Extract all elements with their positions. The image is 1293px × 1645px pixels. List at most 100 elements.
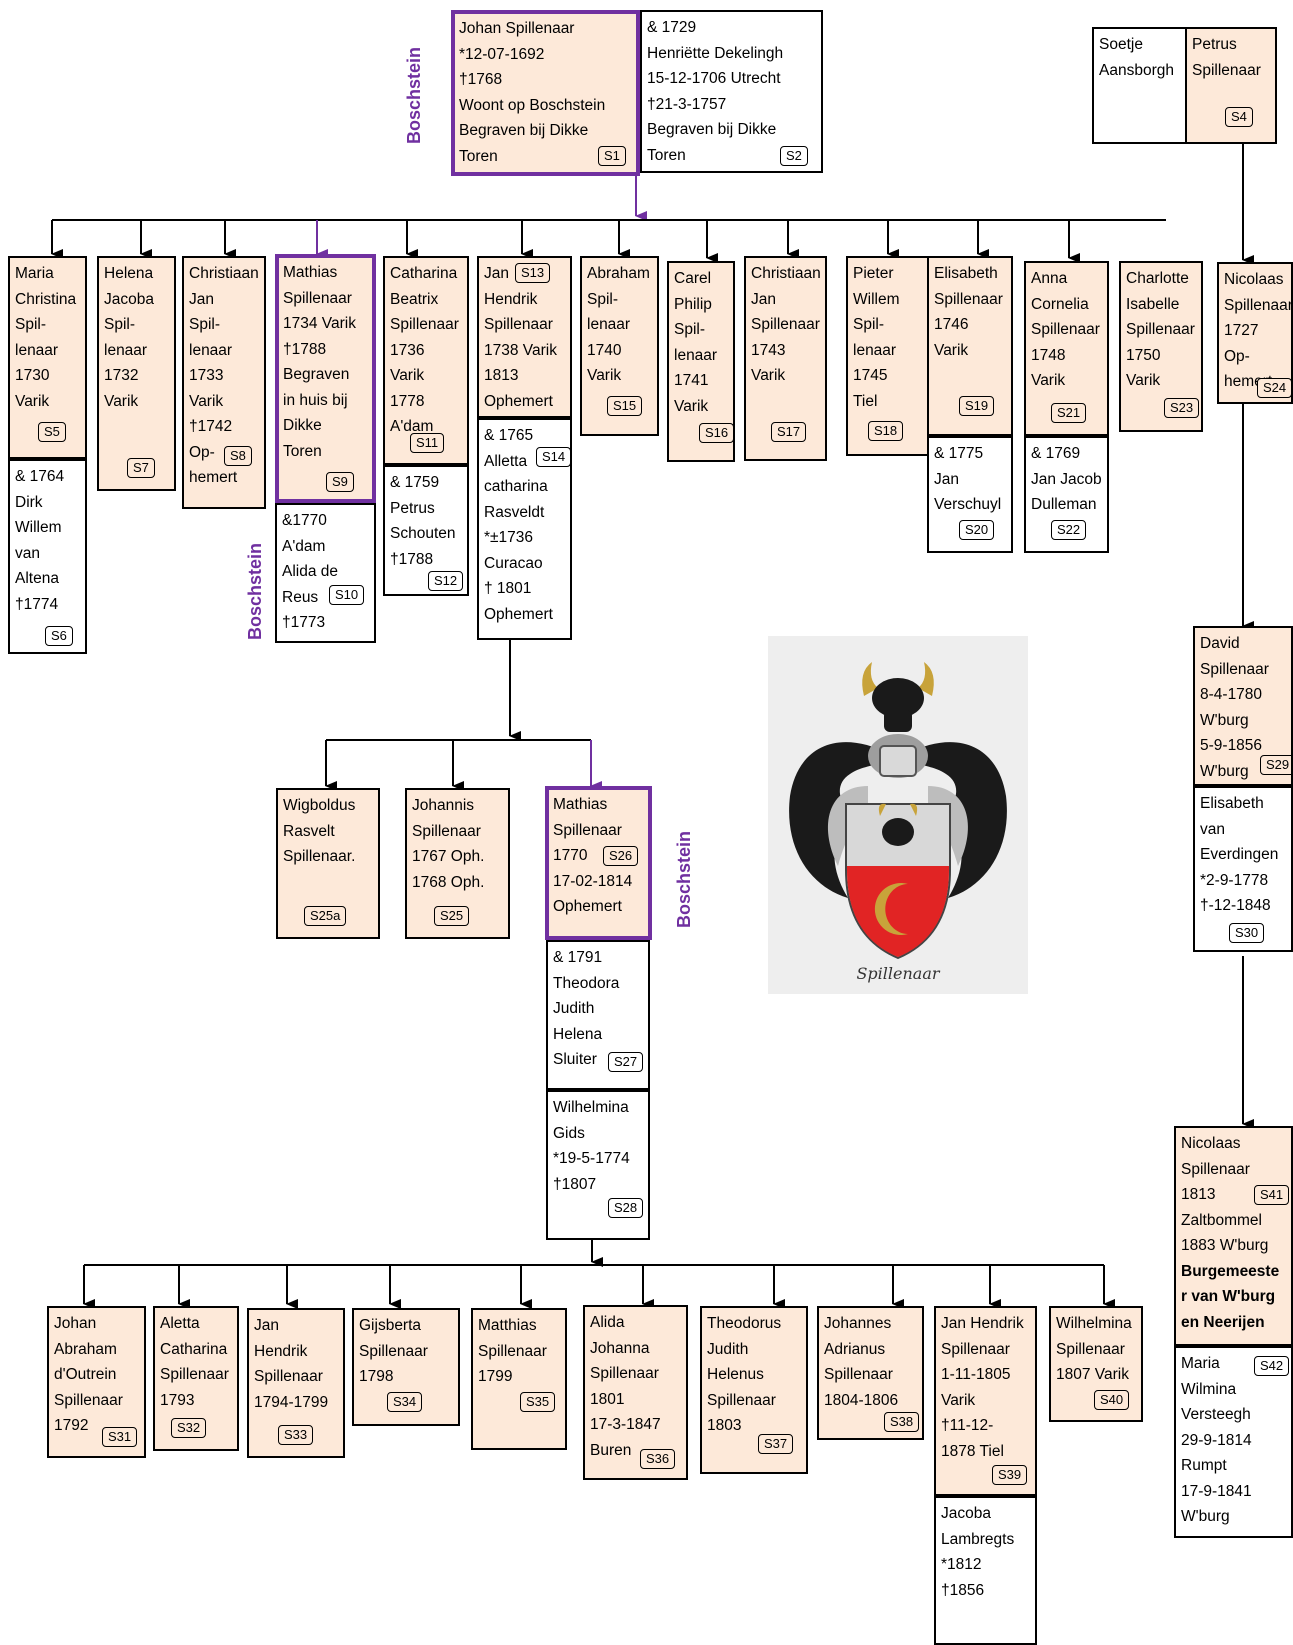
spouse-henriette-dekelingh: & 1729 Henriëtte Dekelingh 15-12-1706 Ut…: [640, 10, 823, 173]
person-jan-hendrik-1738: Jan Hendrik Spillenaar 1738 Varik 1813 O…: [477, 256, 572, 418]
person-mathias-1734: Mathias Spillenaar 1734 Varik †1788 Begr…: [275, 254, 376, 503]
person-wilhelmina-1807: Wilhelmina Spillenaar 1807 Varik S40: [1049, 1306, 1143, 1422]
person-text: Aletta Catharina Spillenaar 1793: [160, 1315, 229, 1409]
person-aletta-catharina: Aletta Catharina Spillenaar 1793 S32: [153, 1306, 239, 1451]
person-text: Wigboldus Rasvelt Spillenaar.: [283, 797, 356, 865]
id-tag: S21: [1051, 403, 1087, 423]
id-tag: S20: [959, 520, 995, 540]
id-tag: S19: [959, 396, 995, 416]
person-carel-philip: Carel Philip Spil- lenaar 1741 Varik S16: [667, 261, 735, 462]
person-text: & 1791 Theodora Judith Helena Sluiter: [553, 949, 620, 1068]
id-tag: S38: [884, 1412, 920, 1432]
id-tag: S33: [278, 1425, 314, 1445]
person-matthias-1799: Matthias Spillenaar 1799 S35: [471, 1308, 567, 1450]
id-tag: S27: [608, 1052, 644, 1072]
id-tag: S30: [1229, 923, 1265, 943]
coat-of-arms-icon: [789, 662, 1007, 960]
id-tag: S25a: [304, 906, 347, 926]
person-jan-hendrik-1805: Jan Hendrik Spillenaar 1-11-1805 Varik †…: [934, 1306, 1037, 1496]
person-text: Johan Abraham d'Outrein Spillenaar 1792: [54, 1315, 123, 1434]
person-text: & 1729 Henriëtte Dekelingh 15-12-1706 Ut…: [647, 19, 784, 164]
id-tag: S36: [640, 1449, 676, 1469]
id-tag: S14: [536, 447, 570, 467]
id-tag: S25: [434, 906, 470, 926]
id-tag: S13: [515, 263, 551, 283]
person-johannes-adrianus: Johannes Adrianus Spillenaar 1804-1806 S…: [817, 1306, 924, 1440]
person-text: & 1775 Jan Verschuyl: [934, 445, 1002, 513]
person-christiaan-jan-1733: Christiaan Jan Spil- lenaar 1733 Varik †…: [182, 256, 266, 509]
spouse-jan-verschuyl: & 1775 Jan Verschuyl S20: [927, 436, 1013, 553]
person-text: Jan Hendrik Spillenaar 1794-1799: [254, 1317, 329, 1411]
id-tag: S11: [410, 433, 445, 453]
id-tag: S26: [603, 846, 639, 866]
person-petrus-spillenaar: Petrus Spillenaar S4: [1185, 27, 1277, 144]
person-text: Abraham Spil- lenaar 1740 Varik: [587, 265, 650, 384]
person-text: Carel Philip Spil- lenaar 1741 Varik: [674, 270, 718, 415]
boschstein-label-middle: Boschstein: [245, 542, 265, 640]
person-text: & 1765 Alletta catharina Rasveldt *±1736…: [484, 427, 553, 623]
person-text: Wilhelmina Gids *19-5-1774 †1807: [553, 1099, 630, 1193]
person-text: Nicolaas Spillenaar 1813 Zaltbommel 1883…: [1181, 1135, 1269, 1254]
person-nicolaas-1727: Nicolaas Spillenaar 1727 Op- hemert S24: [1217, 262, 1293, 404]
id-tag: S28: [608, 1198, 644, 1218]
spouse-maria-wilmina-versteegh: Maria Wilmina Versteegh 29-9-1814 Rumpt …: [1174, 1346, 1293, 1538]
id-tag: S7: [127, 458, 155, 478]
person-maria-christina: Maria Christina Spil- lenaar 1730 Varik …: [8, 256, 87, 459]
person-text: Jan Hendrik Spillenaar 1738 Varik 1813 O…: [484, 265, 557, 410]
spouse-wilhelmina-gids: Wilhelmina Gids *19-5-1774 †1807 S28: [546, 1090, 650, 1240]
person-text: Matthias Spillenaar 1799: [478, 1317, 547, 1385]
id-tag: S9: [326, 472, 354, 492]
id-tag: S24: [1257, 378, 1291, 398]
person-text: Johannis Spillenaar 1767 Oph. 1768 Oph.: [412, 797, 485, 891]
person-alida-johanna: Alida Johanna Spillenaar 1801 17-3-1847 …: [583, 1305, 688, 1480]
person-text: Christiaan Jan Spil- lenaar 1733 Varik †…: [189, 265, 259, 486]
spouse-alletta-rasveldt: & 1765 Alletta catharina Rasveldt *±1736…: [477, 418, 572, 640]
person-text: Theodorus Judith Helenus Spillenaar 1803: [707, 1315, 782, 1434]
spouse-petrus-schouten: & 1759 Petrus Schouten †1788 S12: [383, 465, 469, 596]
person-johan-spillenaar: Johan Spillenaar *12-07-1692 †1768 Woont…: [451, 10, 640, 176]
person-text: Petrus Spillenaar: [1192, 36, 1261, 79]
person-anna-cornelia: Anna Cornelia Spillenaar 1748 Varik S21: [1024, 261, 1109, 436]
person-mathias-1770: Mathias Spillenaar 1770 17-02-1814 Ophem…: [545, 786, 652, 940]
coat-of-arms-caption: Spillenaar: [856, 964, 940, 983]
person-text: Maria Wilmina Versteegh 29-9-1814 Rumpt …: [1181, 1355, 1252, 1525]
id-tag: S1: [598, 146, 626, 166]
id-tag: S23: [1164, 398, 1200, 418]
person-text: Anna Cornelia Spillenaar 1748 Varik: [1031, 270, 1100, 389]
person-text: Pieter Willem Spil- lenaar 1745 Tiel: [853, 265, 900, 410]
id-tag: S2: [780, 146, 808, 166]
person-text: Soetje Aansborgh: [1099, 36, 1174, 79]
person-catharina-beatrix: Catharina Beatrix Spillenaar 1736 Varik …: [383, 256, 469, 465]
person-johan-abraham: Johan Abraham d'Outrein Spillenaar 1792 …: [47, 1306, 146, 1458]
spouse-dirk-willem-van-altena: & 1764 Dirk Willem van Altena †1774 S6: [8, 459, 87, 654]
spouse-alida-de-reus: &1770 A'dam Alida de Reus †1773 S10: [275, 503, 376, 643]
id-tag: S16: [699, 423, 733, 443]
person-text: & 1759 Petrus Schouten †1788: [390, 474, 456, 568]
boschstein-label-lower: Boschstein: [674, 830, 694, 928]
person-christiaan-jan-1743: Christiaan Jan Spillenaar 1743 Varik S17: [744, 256, 827, 461]
spouse-jan-jacob-dulleman: & 1769 Jan Jacob Dulleman S22: [1024, 436, 1109, 553]
id-tag: S40: [1094, 1390, 1130, 1410]
id-tag: S35: [520, 1392, 556, 1412]
person-nicolaas-1813: Nicolaas Spillenaar 1813 Zaltbommel 1883…: [1174, 1126, 1293, 1346]
person-text: Mathias Spillenaar 1734 Varik †1788 Begr…: [283, 264, 356, 460]
person-text: & 1764 Dirk Willem van Altena †1774: [15, 468, 65, 613]
person-text: Jan Hendrik Spillenaar 1-11-1805 Varik †…: [941, 1315, 1024, 1460]
person-text: Elisabeth Spillenaar 1746 Varik: [934, 265, 1003, 359]
id-tag: S6: [45, 626, 73, 646]
mayor-title: Burgemeeste r van W'burg en Neerijen: [1181, 1262, 1280, 1331]
id-tag: S17: [771, 422, 807, 442]
id-tag: S10: [329, 585, 365, 605]
person-text: David Spillenaar 8-4-1780 W'burg 5-9-185…: [1200, 635, 1269, 780]
spouse-elisabeth-van-everdingen: Elisabeth van Everdingen *2-9-1778 †-12-…: [1193, 786, 1293, 952]
person-helena-jacoba: Helena Jacoba Spil- lenaar 1732 Varik S7: [97, 256, 176, 491]
person-gijsberta: Gijsberta Spillenaar 1798 S34: [352, 1308, 460, 1426]
person-text: Gijsberta Spillenaar 1798: [359, 1317, 428, 1385]
person-text: Christiaan Jan Spillenaar 1743 Varik: [751, 265, 821, 384]
person-soetje-aansborgh: Soetje Aansborgh: [1092, 27, 1187, 144]
person-text: Mathias Spillenaar 1770 17-02-1814 Ophem…: [553, 796, 633, 915]
person-wigboldus: Wigboldus Rasvelt Spillenaar. S25a: [276, 788, 380, 939]
id-tag: S5: [38, 422, 66, 442]
person-pieter-willem: Pieter Willem Spil- lenaar 1745 Tiel S18: [846, 256, 929, 456]
